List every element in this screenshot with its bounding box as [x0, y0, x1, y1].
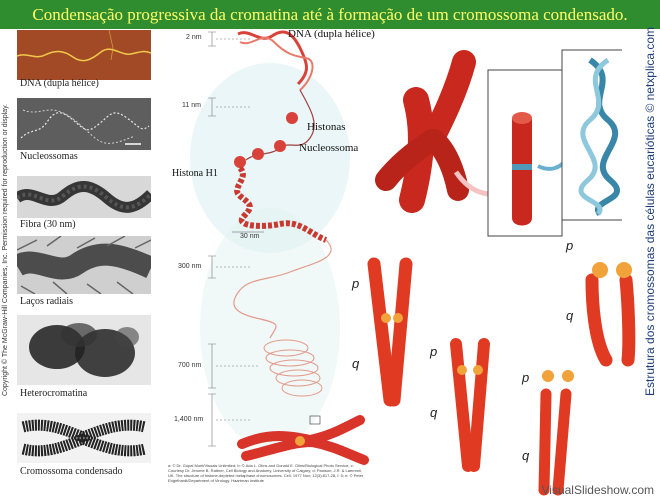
arm-label-p: p [522, 370, 530, 385]
arm-label-q: q [430, 405, 438, 420]
micrograph-nucleosomes [17, 98, 151, 150]
arm-label-q: q [566, 308, 574, 323]
chromosome-set [367, 257, 636, 496]
arm-label-q: q [352, 356, 360, 371]
micrograph-label-condensed: Cromossoma condensado [20, 466, 123, 477]
copyright-notice: Copyright © The McGraw-Hill Companies, I… [2, 104, 9, 397]
label-fiber-width: 30 nm [240, 233, 260, 240]
scale-label-700nm: 700 nm [178, 362, 202, 369]
micrograph-fiber [17, 176, 151, 218]
chromosome-zoom-illustration [375, 49, 622, 237]
micrograph-dna [17, 30, 151, 80]
watermark: VisualSlideshow.com [541, 483, 654, 497]
image-credits: a: © Dr. Gopal Murti/Visuals Unlimited; … [168, 463, 364, 483]
scale-label-300nm: 300 nm [178, 263, 202, 270]
scale-label-2nm: 2 nm [186, 34, 202, 41]
micrograph-label-nucleosomes: Nucleossomas [20, 151, 78, 162]
arm-label-q: q [522, 448, 530, 463]
arm-label-p: p [566, 238, 574, 253]
vertical-caption: Estrutura dos cromossomas das células eu… [643, 27, 657, 396]
arm-label-p: p [352, 276, 360, 291]
micrograph-condensed-chromosome [17, 413, 151, 463]
micrograph-heterochromatin [17, 315, 151, 385]
label-dna-double-helix: DNA (dupla hélice) [288, 28, 375, 40]
arm-label-p: p [430, 344, 438, 359]
label-histones: Histonas [307, 121, 346, 133]
micrograph-label-heterochromatin: Heterocromatina [20, 388, 88, 399]
scale-label-1400nm: 1,400 nm [174, 416, 204, 423]
micrograph-label-radial-loops: Laços radiais [20, 296, 74, 307]
label-nucleosome: Nucleossoma [299, 142, 359, 154]
micrograph-label-fiber: Fibra (30 nm) [20, 219, 76, 230]
scale-label-11nm: 11 nm [182, 102, 201, 109]
micrograph-radial-loops [17, 236, 151, 294]
condensation-diagram [190, 30, 369, 465]
label-histone-h1: Histona H1 [172, 168, 218, 179]
page-title: Condensação progressiva da cromatina até… [0, 0, 660, 29]
micrograph-label-dna: DNA (dupla hélice) [20, 78, 99, 89]
